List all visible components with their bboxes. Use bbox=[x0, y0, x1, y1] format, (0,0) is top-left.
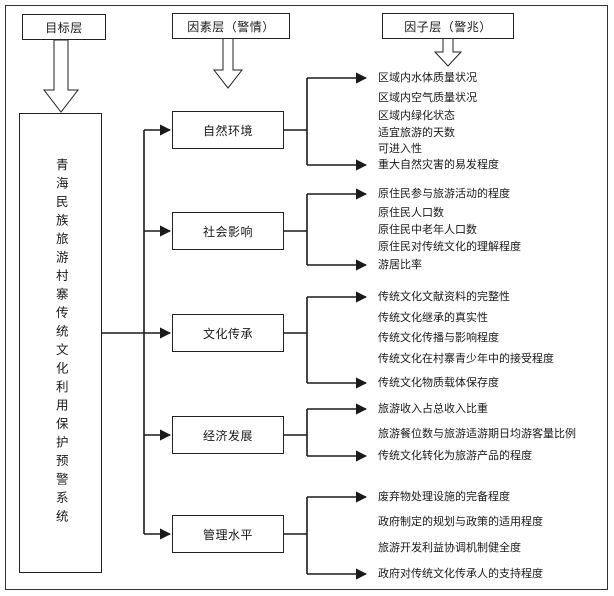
indicator-layer-header: 因子层（警兆） bbox=[382, 13, 514, 39]
indicator-item: 原住民人口数 bbox=[378, 206, 444, 219]
factor-box: 社会影响 bbox=[172, 212, 284, 250]
indicator-item: 传统文化转化为旅游产品的程度 bbox=[378, 449, 532, 462]
factor-box: 文化传承 bbox=[172, 314, 284, 352]
indicator-item: 原住民中老年人口数 bbox=[378, 223, 477, 236]
goal-system-box: 青海民族旅游村寨传统文化利用保护预警系统 bbox=[19, 113, 102, 573]
indicator-item: 传统文化物质载体保存度 bbox=[378, 376, 499, 389]
factor-down-arrow bbox=[212, 37, 244, 89]
indicator-item: 适宜旅游的天数 bbox=[378, 126, 455, 139]
indicator-item: 区域内水体质量状况 bbox=[378, 71, 477, 84]
indicator-item: 游居比率 bbox=[378, 258, 422, 271]
indicator-item: 传统文化传播与影响程度 bbox=[378, 331, 499, 344]
factor-layer-header: 因素层（警情） bbox=[172, 13, 290, 39]
indicator-item: 政府对传统文化传承人的支持程度 bbox=[378, 567, 543, 580]
goal-down-arrow bbox=[42, 39, 80, 113]
indicator-item: 区域内空气质量状况 bbox=[378, 91, 477, 104]
factor-box: 经济发展 bbox=[172, 416, 284, 454]
goal-system-title: 青海民族旅游村寨传统文化利用保护预警系统 bbox=[53, 158, 69, 528]
indicator-item: 旅游开发利益协调机制健全度 bbox=[378, 541, 521, 554]
factor-box: 自然环境 bbox=[172, 111, 284, 149]
indicator-item: 传统文化在村寨青少年中的接受程度 bbox=[378, 352, 554, 365]
indicator-item: 传统文化文献资料的完整性 bbox=[378, 290, 510, 303]
indicator-item: 原住民参与旅游活动的程度 bbox=[378, 187, 510, 200]
diagram-frame bbox=[5, 5, 608, 590]
indicator-down-arrow bbox=[433, 37, 463, 67]
goal-layer-header: 目标层 bbox=[22, 14, 106, 40]
indicator-item: 旅游收入占总收入比重 bbox=[378, 402, 488, 415]
indicator-item: 旅游餐位数与旅游适游期日均游客量比例 bbox=[378, 427, 576, 440]
indicator-item: 废弃物处理设施的完备程度 bbox=[378, 490, 510, 503]
factor-box: 管理水平 bbox=[172, 515, 284, 553]
indicator-item: 可进入性 bbox=[378, 142, 422, 155]
indicator-item: 政府制定的规划与政策的适用程度 bbox=[378, 515, 543, 528]
indicator-item: 传统文化继承的真实性 bbox=[378, 311, 488, 324]
indicator-item: 重大自然灾害的易发程度 bbox=[378, 158, 499, 171]
indicator-item: 原住民对传统文化的理解程度 bbox=[378, 240, 521, 253]
indicator-item: 区域内绿化状态 bbox=[378, 109, 455, 122]
